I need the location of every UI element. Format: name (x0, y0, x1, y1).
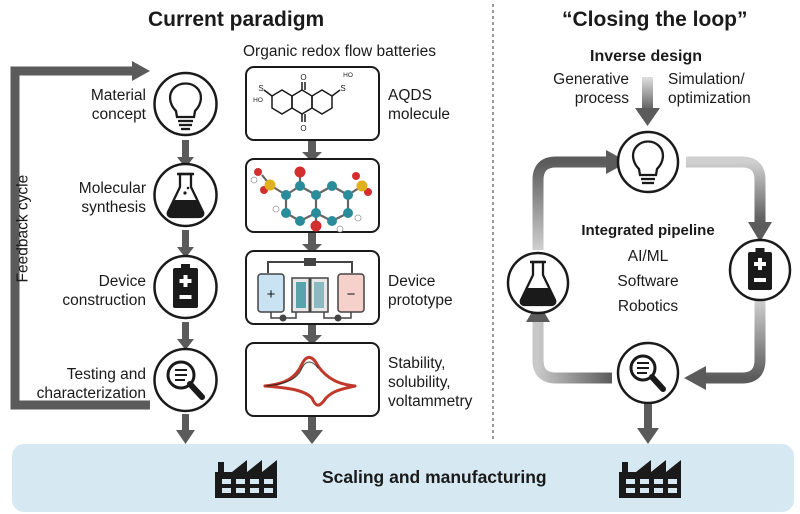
factory-icon (215, 460, 277, 498)
organic-rfb-subtitle: Organic redox flow batteries (243, 43, 436, 60)
flow-battery-prototype (257, 258, 365, 322)
magnifier-icon (166, 360, 205, 400)
pipeline-item-aiml: AI/ML (627, 248, 669, 265)
flask-icon (166, 172, 205, 219)
loop-arrow-top (532, 156, 766, 384)
cyclic-voltammogram (263, 356, 357, 407)
flow-arrows-middle (301, 139, 323, 444)
loop-lightbulb-icon (631, 140, 665, 185)
inverse-design-arrow (635, 77, 660, 126)
example-label-testing: Stability,solubility,voltammetry (388, 355, 473, 410)
ball-stick-model (250, 166, 372, 233)
loop-battery-icon (748, 248, 772, 290)
closing-loop-title: “Closing the loop” (562, 8, 748, 31)
battery-icon (173, 264, 198, 308)
aqds-group-right: HO (343, 72, 353, 79)
lightbulb-icon (168, 82, 203, 131)
scaling-label: Scaling and manufacturing (322, 467, 547, 487)
scaling-band (12, 444, 794, 512)
current-paradigm-title: Current paradigm (148, 8, 325, 31)
negative-electrode-sign: − (347, 286, 356, 303)
aqds-atom-o-bottom: O (300, 124, 306, 133)
loop-arrowhead-to-magnifier (684, 366, 706, 390)
simulation-label: Simulation/optimization (668, 71, 751, 107)
inverse-design-label: Inverse design (590, 48, 703, 65)
loop-flask-icon (519, 260, 557, 307)
example-box-voltammetry (245, 342, 380, 417)
loop-to-scaling-arrow (637, 404, 659, 444)
loop-arrowhead-to-battery (748, 222, 772, 242)
feedback-cycle-arrow (10, 66, 150, 410)
feedback-arrowhead (132, 61, 150, 81)
aqds-atom-s-right: S (340, 84, 345, 93)
aqds-group-left: HO (253, 97, 263, 104)
aqds-atom-s-left: S (258, 84, 263, 93)
aqds-structure (263, 82, 341, 122)
aqds-atom-o-top: O (300, 73, 306, 82)
positive-electrode-sign: + (267, 286, 276, 303)
pipeline-item-robotics: Robotics (617, 298, 679, 315)
pipeline-title: Integrated pipeline (581, 222, 715, 239)
loop-magnifier-icon (629, 354, 666, 392)
flow-arrows-left (176, 140, 195, 444)
factory-icon-right (619, 460, 681, 498)
pipeline-item-software: Software (617, 273, 679, 290)
